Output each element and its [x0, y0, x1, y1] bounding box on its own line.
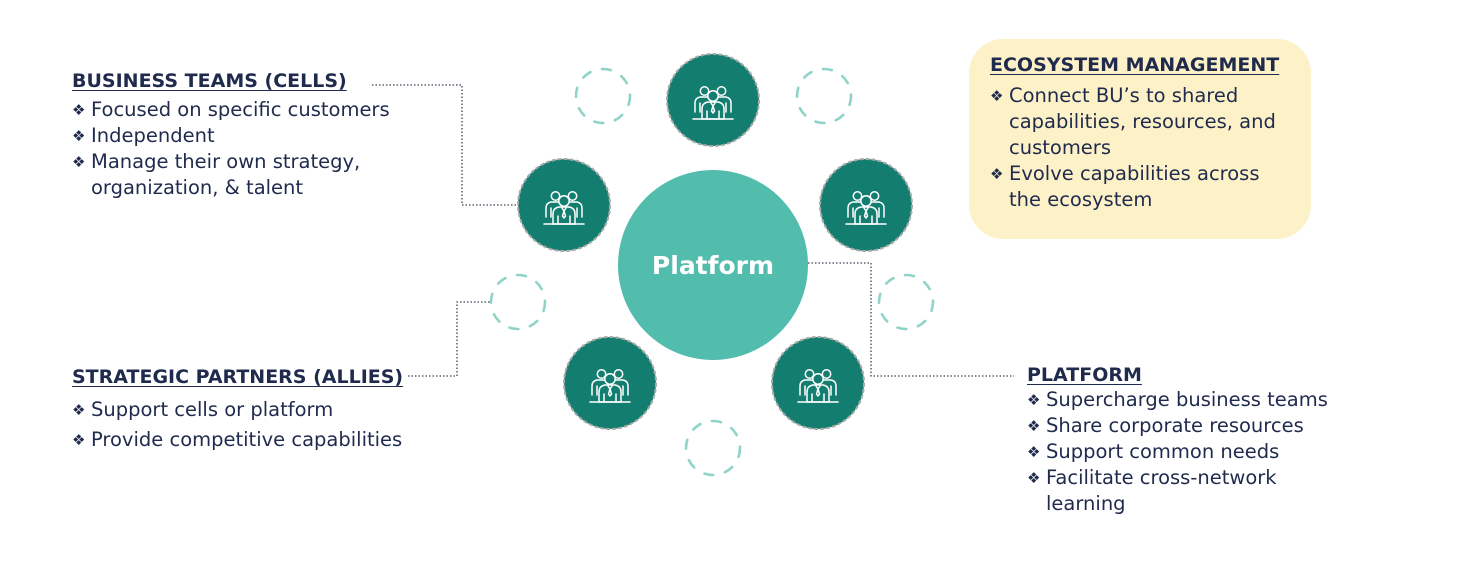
strategic-partners-heading: STRATEGIC PARTNERS (ALLIES) [72, 366, 404, 388]
connector-business-teams [372, 84, 518, 206]
diamond-bullet-icon: ❖ [990, 87, 1004, 105]
team-node-top [666, 53, 760, 147]
diamond-bullet-icon: ❖ [1027, 391, 1041, 409]
platform-center-circle [618, 170, 808, 360]
business-teams-heading: BUSINESS TEAMS (CELLS) [72, 70, 347, 92]
list-item-continuation: customers [1009, 136, 1111, 159]
empty-node [489, 273, 547, 331]
diamond-bullet-icon: ❖ [1027, 417, 1041, 435]
list-item-continuation: the ecosystem [1009, 188, 1153, 211]
diamond-bullet-icon: ❖ [990, 165, 1004, 183]
list-item: ❖Evolve capabilities across [990, 162, 1260, 185]
list-item: ❖Supercharge business teams [1027, 388, 1328, 411]
diamond-bullet-icon: ❖ [72, 401, 86, 419]
list-item: ❖Facilitate cross-network [1027, 466, 1277, 489]
strategic-partners-list: ❖Support cells or platform ❖Provide comp… [72, 395, 403, 455]
ecosystem-management-callout: ECOSYSTEM MANAGEMENT ❖Connect BU’s to sh… [969, 39, 1311, 239]
empty-node [795, 67, 853, 125]
people-group-icon [797, 369, 839, 403]
business-teams-block: BUSINESS TEAMS (CELLS) ❖Focused on speci… [72, 70, 390, 201]
list-item-continuation: organization, & talent [91, 176, 304, 199]
strategic-partners-block: STRATEGIC PARTNERS (ALLIES) ❖Support cel… [72, 366, 403, 455]
team-node-upper-left [517, 158, 611, 252]
people-group-icon [845, 191, 887, 225]
connector-strategic-partners [408, 301, 490, 377]
diamond-bullet-icon: ❖ [72, 127, 86, 145]
connector-platform [808, 262, 1014, 377]
team-node-lower-left [563, 336, 657, 430]
list-item-continuation: learning [1046, 492, 1126, 515]
diamond-bullet-icon: ❖ [1027, 443, 1041, 461]
list-item: ❖Manage their own strategy, [72, 150, 361, 173]
people-group-icon [692, 86, 734, 120]
list-item: ❖Connect BU’s to shared [990, 84, 1239, 107]
team-node-lower-right [771, 336, 865, 430]
people-group-icon [589, 369, 631, 403]
empty-node [574, 67, 632, 125]
list-item: ❖Focused on specific customers [72, 98, 390, 121]
ecosystem-management-list: ❖Connect BU’s to shared capabilities, re… [990, 83, 1291, 213]
diamond-bullet-icon: ❖ [1027, 469, 1041, 487]
list-item: ❖Support cells or platform [72, 395, 403, 425]
empty-node [684, 419, 742, 477]
people-group-icon [543, 191, 585, 225]
diamond-bullet-icon: ❖ [72, 101, 86, 119]
list-item: ❖Share corporate resources [1027, 414, 1304, 437]
diamond-bullet-icon: ❖ [72, 431, 86, 449]
business-teams-list: ❖Focused on specific customers ❖Independ… [72, 97, 390, 201]
platform-heading: PLATFORM [1027, 364, 1142, 386]
list-item-continuation: capabilities, resources, and [1009, 110, 1276, 133]
diamond-bullet-icon: ❖ [72, 153, 86, 171]
empty-node [877, 273, 935, 331]
list-item: ❖Provide competitive capabilities [72, 425, 403, 455]
list-item: ❖Independent [72, 124, 215, 147]
team-node-upper-right [819, 158, 913, 252]
list-item: ❖Support common needs [1027, 440, 1280, 463]
platform-center-label: Platform [651, 250, 775, 280]
platform-block: PLATFORM ❖Supercharge business teams ❖Sh… [1027, 364, 1328, 517]
platform-list: ❖Supercharge business teams ❖Share corpo… [1027, 387, 1328, 517]
ecosystem-management-heading: ECOSYSTEM MANAGEMENT [990, 54, 1280, 76]
